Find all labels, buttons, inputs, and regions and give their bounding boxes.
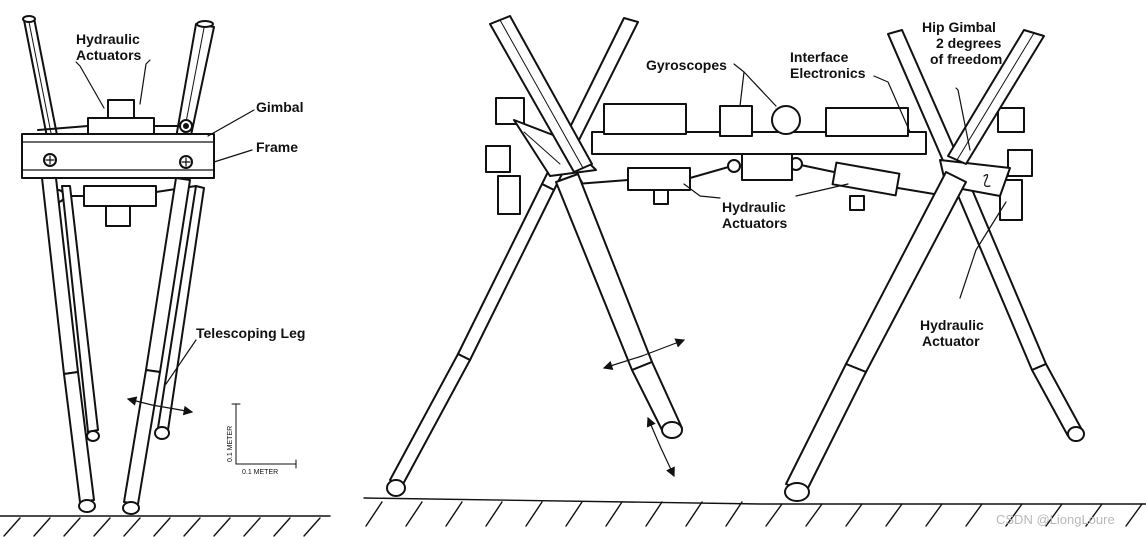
gyroscope-sphere bbox=[771, 105, 801, 135]
label-interface-2: Electronics bbox=[790, 65, 866, 81]
lower-leg-left bbox=[41, 177, 100, 513]
center-block bbox=[741, 153, 793, 181]
label-hip-gimbal-2: 2 degrees bbox=[936, 35, 1002, 51]
label-frame: Frame bbox=[256, 139, 298, 155]
label-telescoping-leg: Telescoping Leg bbox=[196, 325, 305, 341]
label-gyroscopes: Gyroscopes bbox=[646, 57, 727, 73]
label-scale-vertical: 0.1 METER bbox=[227, 426, 234, 462]
upper-leg-right bbox=[175, 20, 215, 141]
label-scale-horizontal: 0.1 METER bbox=[242, 469, 278, 476]
label-center-hydraulic-1: Hydraulic bbox=[722, 199, 786, 215]
label-right-hydraulic-2: Actuator bbox=[922, 333, 980, 349]
top-actuator bbox=[87, 117, 155, 135]
label-hip-gimbal-3: of freedom bbox=[930, 51, 1002, 67]
upper-leg-left bbox=[22, 15, 59, 143]
component-box-1 bbox=[603, 103, 687, 135]
ground-right bbox=[363, 497, 1146, 527]
label-left-hydraulic-2: Actuators bbox=[76, 47, 142, 63]
bottom-actuator bbox=[83, 185, 157, 207]
label-right-hydraulic-1: Hydraulic bbox=[920, 317, 984, 333]
gyroscope-box bbox=[719, 105, 753, 137]
label-hip-gimbal-1: Hip Gimbal bbox=[922, 19, 996, 35]
watermark: CSDN @LiongLoure bbox=[996, 512, 1115, 527]
front-view bbox=[0, 15, 331, 537]
scale-bar bbox=[231, 403, 297, 469]
label-center-hydraulic-2: Actuators bbox=[722, 215, 788, 231]
ground-left bbox=[0, 515, 331, 537]
actuator-right bbox=[789, 157, 953, 211]
label-gimbal: Gimbal bbox=[256, 99, 303, 115]
front-leg-right bbox=[784, 29, 1045, 502]
front-leg-left bbox=[489, 15, 683, 439]
lower-leg-right bbox=[122, 177, 205, 515]
interface-box bbox=[825, 107, 909, 137]
label-left-hydraulic-1: Hydraulic bbox=[76, 31, 140, 47]
rear-leg-right bbox=[887, 29, 1085, 442]
side-view bbox=[363, 15, 1146, 527]
label-interface-1: Interface bbox=[790, 49, 849, 65]
